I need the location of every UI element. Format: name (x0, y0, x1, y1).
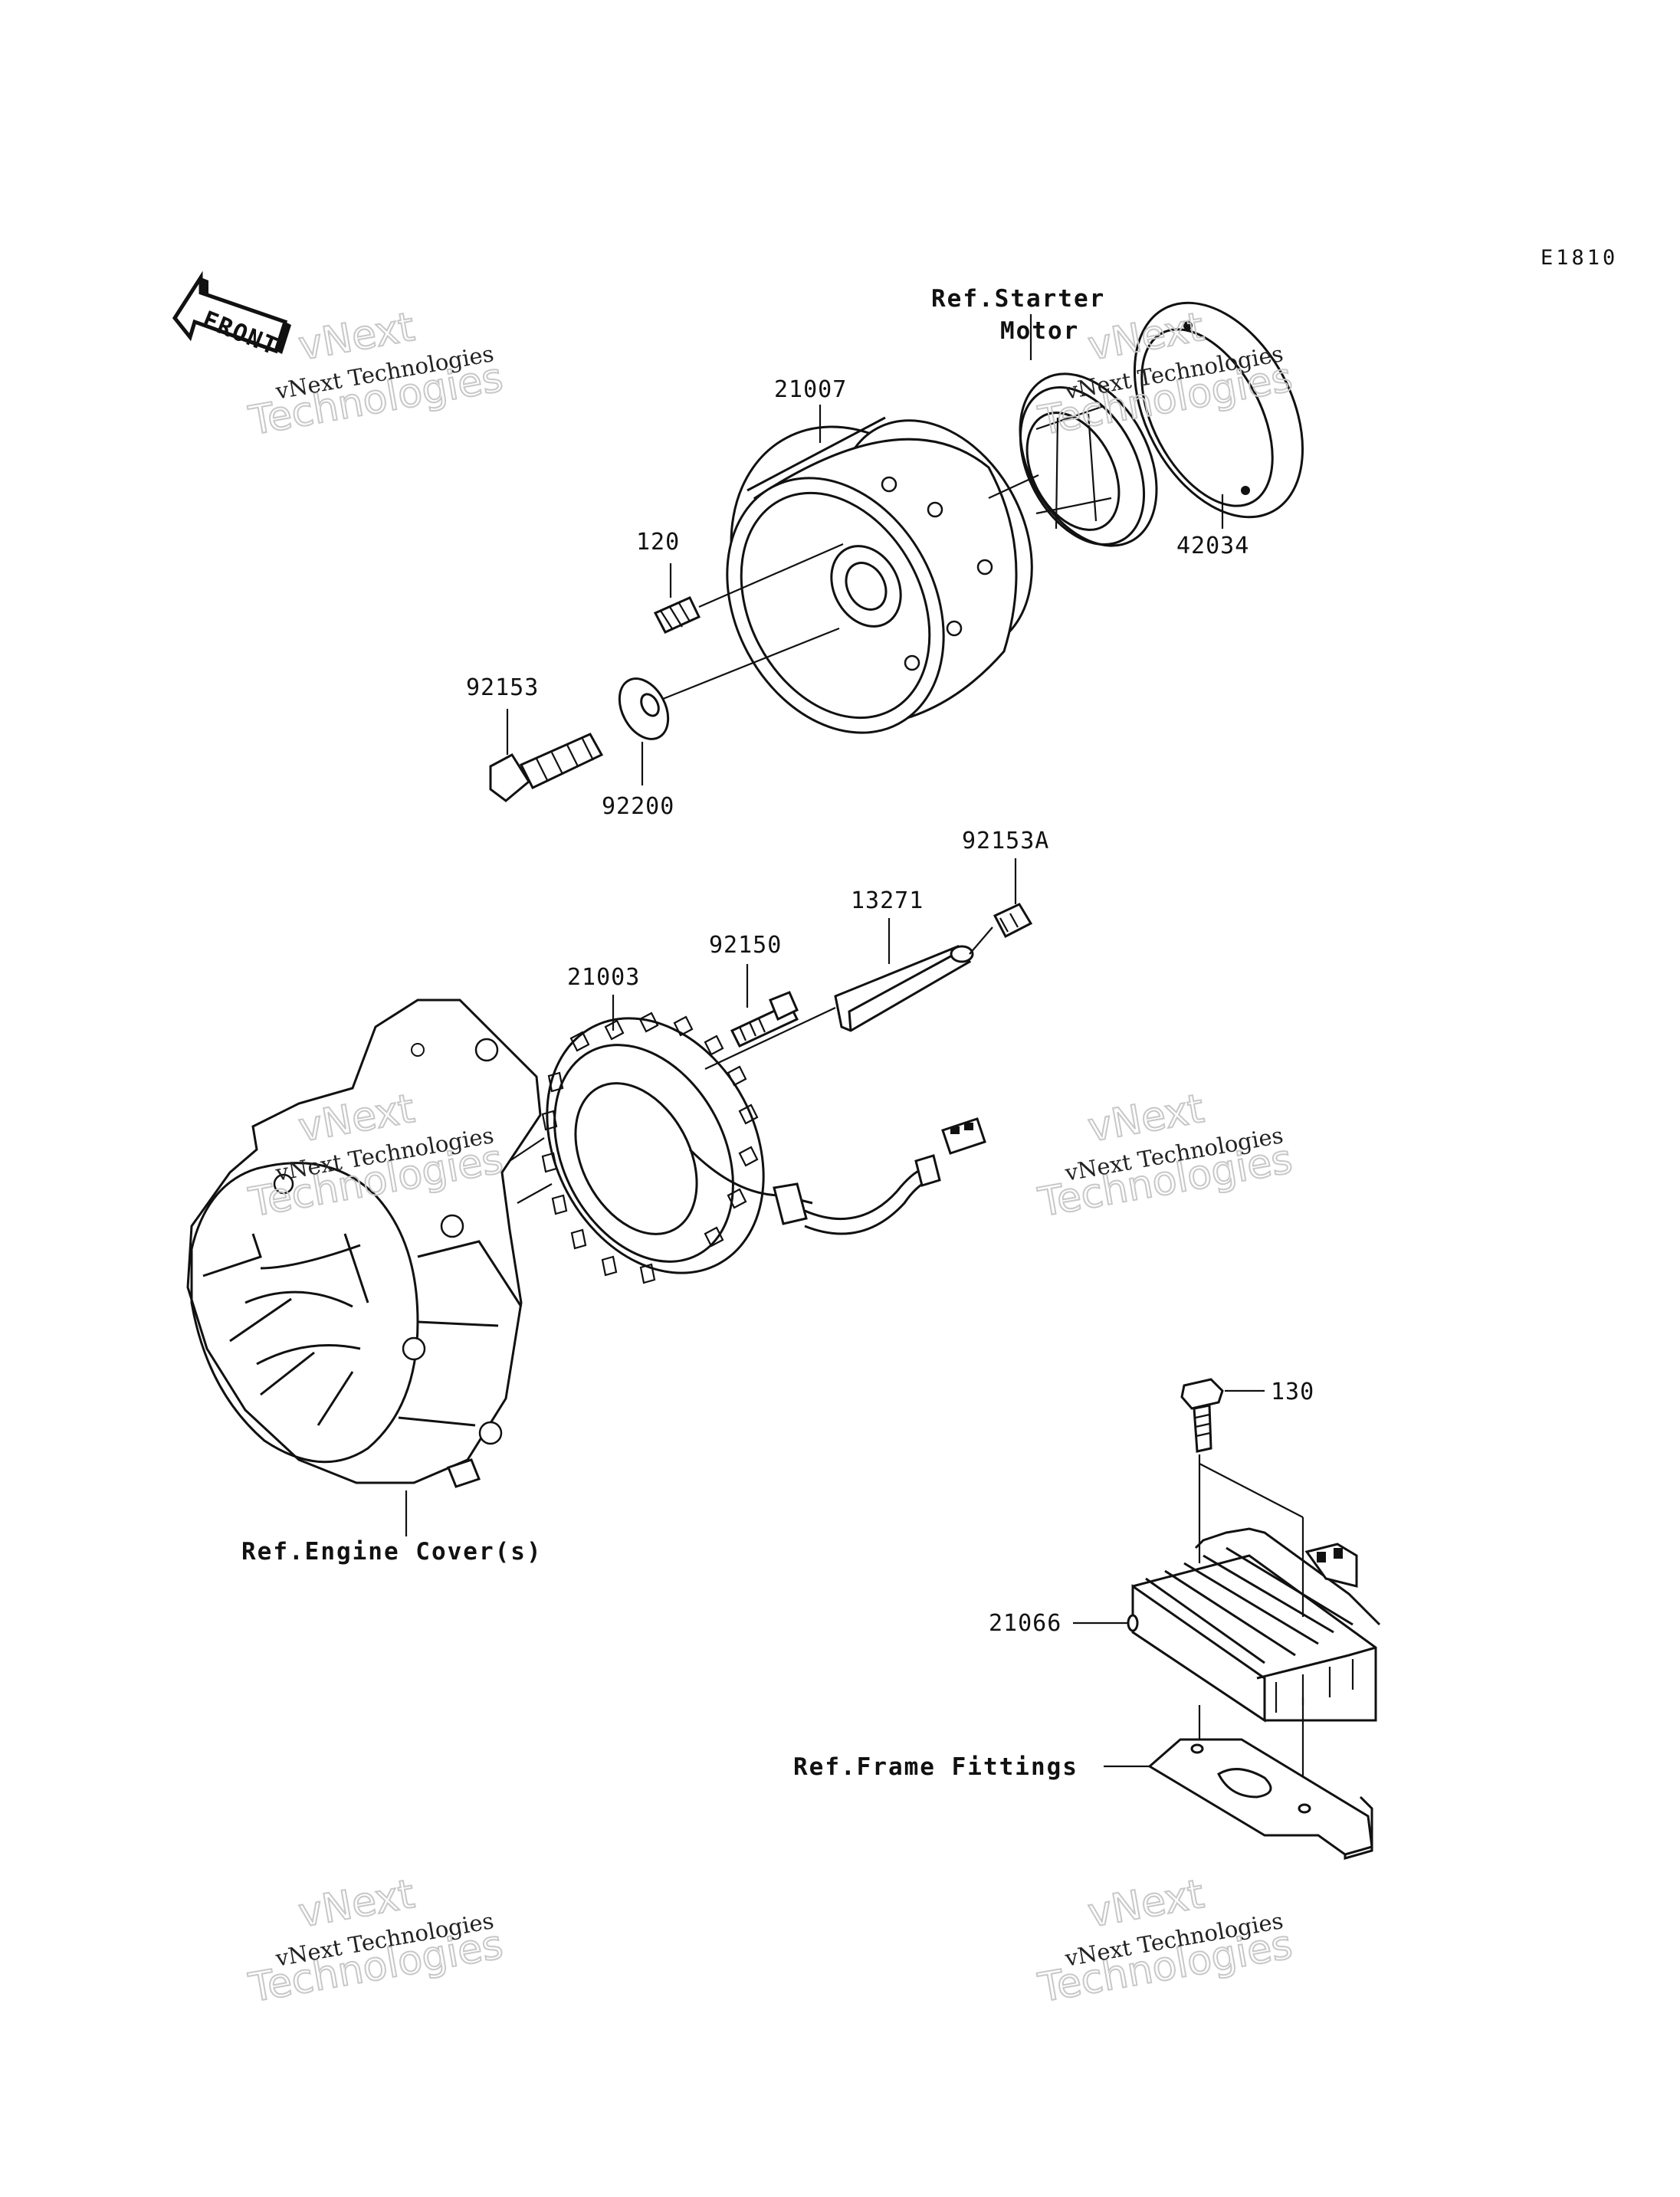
starter-clutch (1019, 314, 1158, 547)
engine-cover (186, 998, 542, 1536)
ref-starter-motor-line1: Ref.Starter (931, 285, 1105, 313)
bolt-92150 (730, 964, 799, 1048)
screw-92153A (993, 858, 1033, 939)
holder-13271 (834, 918, 974, 1032)
label-13271: 13271 (851, 887, 924, 914)
label-92200: 92200 (602, 793, 674, 820)
diagram-code: E1810 (1541, 246, 1618, 270)
bolt-92153 (489, 709, 604, 802)
regulator-21066 (1073, 1454, 1381, 1801)
label-21007: 21007 (774, 376, 847, 403)
washer-92200 (618, 627, 840, 785)
ref-starter-motor-line2: Motor (1000, 317, 1079, 345)
rotor-21007 (726, 405, 1033, 734)
stator-wire-harness (688, 1117, 986, 1235)
watermark-top-left: vNext Technologies vNext Technologies (244, 303, 507, 445)
label-92150: 92150 (709, 932, 782, 959)
watermark-mid-right: vNext Technologies vNext Technologies (1034, 1085, 1296, 1227)
ref-engine-cover: Ref.Engine Cover(s) (241, 1538, 543, 1566)
bolt-120 (653, 543, 844, 634)
label-92153: 92153 (466, 674, 539, 701)
label-120: 120 (636, 529, 680, 556)
watermark-bottom-left: vNext Technologies vNext Technologies (244, 1871, 507, 2012)
bolt-130 (1180, 1378, 1265, 1453)
ring-42034 (1133, 301, 1304, 529)
label-92153A: 92153A (962, 828, 1049, 854)
ref-frame-fittings: Ref.Frame Fittings (793, 1753, 1078, 1781)
label-130: 130 (1271, 1379, 1314, 1405)
front-arrow-icon: FRONT (172, 271, 291, 361)
label-21003: 21003 (567, 964, 640, 991)
watermark-bottom-right: vNext Technologies vNext Technologies (1034, 1871, 1296, 2012)
stator-21003 (541, 995, 765, 1284)
frame-bracket (1104, 1738, 1373, 1860)
label-42034: 42034 (1176, 533, 1249, 559)
label-21066: 21066 (989, 1610, 1061, 1637)
